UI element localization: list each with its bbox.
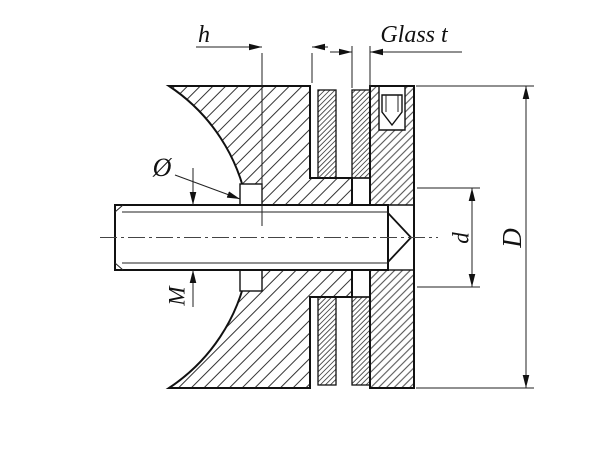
- glass-lower: [351, 296, 371, 386]
- stud-chamfer-top: [114, 204, 124, 213]
- gasket-lower: [317, 296, 337, 386]
- label-glass-t: Glass t: [380, 22, 449, 48]
- label-h: h: [198, 22, 210, 48]
- disc-lower-half: [369, 269, 415, 389]
- clamp-disc-section: [369, 85, 415, 389]
- gasket-upper: [317, 89, 337, 179]
- stud-boss-lower: [239, 269, 263, 292]
- dimension-d: d: [417, 187, 480, 288]
- clamp-body-section: [165, 85, 370, 389]
- gasket-sections: [317, 89, 337, 386]
- dimension-outer-d: D: [416, 85, 534, 389]
- stud-boss-upper: [239, 183, 263, 206]
- body-upper-half: [165, 85, 353, 206]
- label-thread: M: [165, 285, 190, 307]
- glass-upper: [351, 89, 371, 179]
- stud-chamfer-bottom: [114, 262, 124, 271]
- label-d: d: [449, 232, 474, 244]
- diameter-leader: [174, 174, 241, 200]
- glass-pane-section: [351, 89, 371, 386]
- diameter-callout: Ø: [152, 153, 241, 200]
- dimension-glass-t: Glass t: [330, 22, 462, 88]
- body-lower-half: [165, 269, 353, 389]
- dimension-thread: M: [165, 168, 197, 307]
- set-screw: [381, 94, 403, 127]
- label-outer-d: D: [497, 228, 527, 249]
- label-diameter: Ø: [152, 153, 173, 182]
- dimension-h: h: [196, 22, 328, 226]
